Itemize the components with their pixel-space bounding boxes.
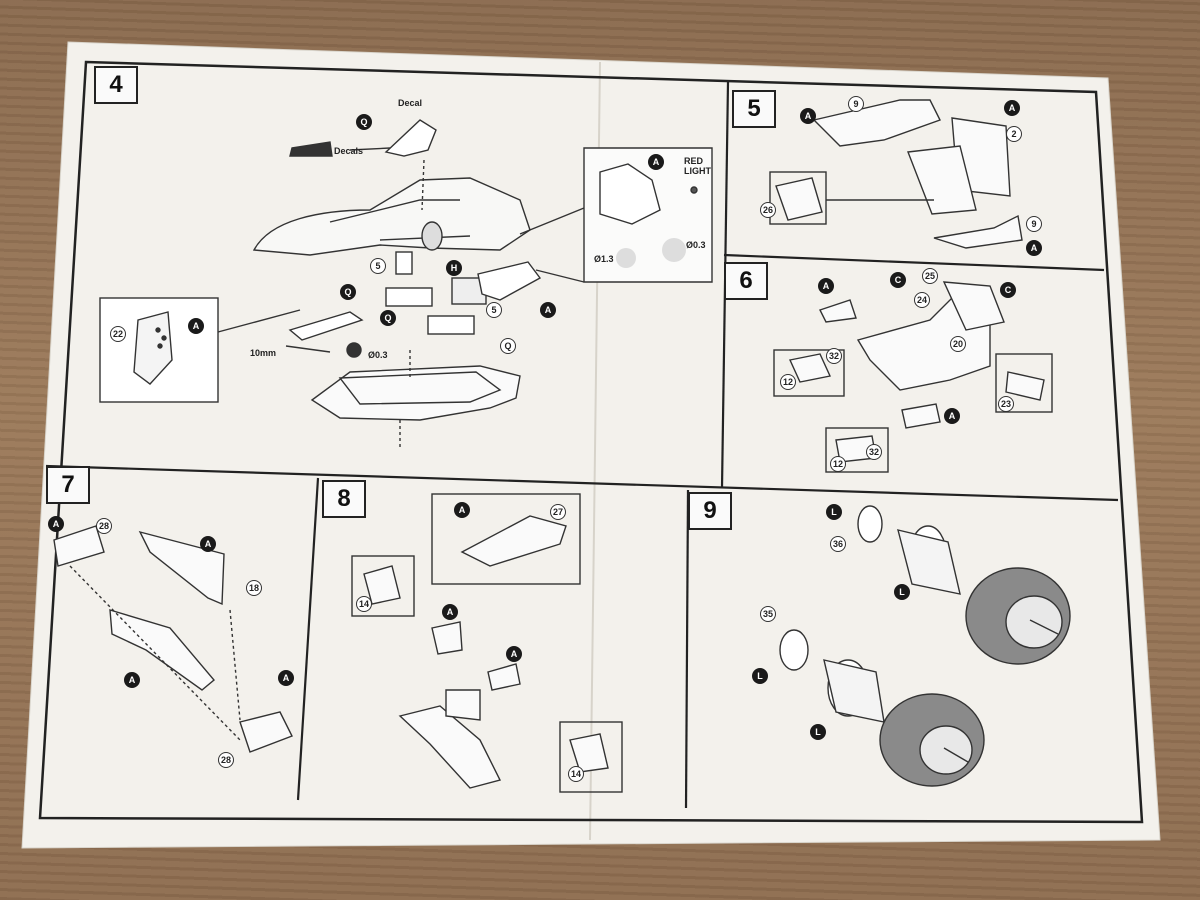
step4-drawing [99,119,713,448]
part-letter-l: L [810,724,826,740]
part-number-24: 24 [914,292,930,308]
part-number-27: 27 [550,504,566,520]
part-letter-c: C [890,272,906,288]
part-number-9: 9 [1026,216,1042,232]
part-letter-a: A [454,502,470,518]
part-number-9: 9 [848,96,864,112]
part-letter-q: Q [380,310,396,326]
part-letter-a: A [1026,240,1042,256]
part-letter-c: C [1000,282,1016,298]
part-number-28: 28 [218,752,234,768]
part-number-35: 35 [760,606,776,622]
part-number-23: 23 [998,396,1014,412]
part-letter-l: L [826,504,842,520]
part-number-32: 32 [826,348,842,364]
red-light-label-1: RED [684,156,704,166]
decals-label: Decals [334,146,364,156]
part-letter-q: Q [500,338,516,354]
part-letter-a: A [278,670,294,686]
diameter-1-3: Ø1.3 [594,254,614,264]
part-letter-a: A [648,154,664,170]
part-letter-a: A [506,646,522,662]
step6-drawing [773,281,1053,473]
part-number-14: 14 [568,766,584,782]
step-6-number: 6 [724,262,768,300]
diameter-0-3: Ø0.3 [368,350,388,360]
part-letter-a: A [200,536,216,552]
dimension-10mm: 10mm [250,348,277,358]
part-letter-q: Q [340,284,356,300]
step-5-number: 5 [732,90,776,128]
part-number-20: 20 [950,336,966,352]
part-number-2: 2 [1006,126,1022,142]
diameter-0-3-inset: Ø0.3 [686,240,706,250]
step5-drawing [769,99,1023,249]
step8-drawing [351,493,623,793]
part-letter-a: A [818,278,834,294]
part-number-5: 5 [486,302,502,318]
part-letter-a: A [124,672,140,688]
part-letter-l: L [894,584,910,600]
part-letter-h: H [446,260,462,276]
outer-frame [38,60,1144,824]
part-letter-a: A [48,516,64,532]
part-number-14: 14 [356,596,372,612]
part-number-12: 12 [830,456,846,472]
part-letter-a: A [540,302,556,318]
part-letter-l: L [752,668,768,684]
step7-drawing [53,525,293,753]
part-number-22: 22 [110,326,126,342]
step-4-number: 4 [94,66,138,104]
part-letter-a: A [188,318,204,334]
part-number-28: 28 [96,518,112,534]
part-letter-q: Q [356,114,372,130]
part-letter-a: A [1004,100,1020,116]
part-number-12: 12 [780,374,796,390]
step-8-number: 8 [322,480,366,518]
part-number-26: 26 [760,202,776,218]
part-number-25: 25 [922,268,938,284]
step-7-number: 7 [46,466,90,504]
red-light-label-2: LIGHT [684,166,711,176]
part-letter-a: A [944,408,960,424]
part-letter-a: A [800,108,816,124]
part-number-36: 36 [830,536,846,552]
part-number-18: 18 [246,580,262,596]
part-number-32: 32 [866,444,882,460]
step9-drawing [779,505,1071,787]
part-letter-a: A [442,604,458,620]
step-9-number: 9 [688,492,732,530]
decal-label: Decal [398,98,423,108]
part-number-5: 5 [370,258,386,274]
